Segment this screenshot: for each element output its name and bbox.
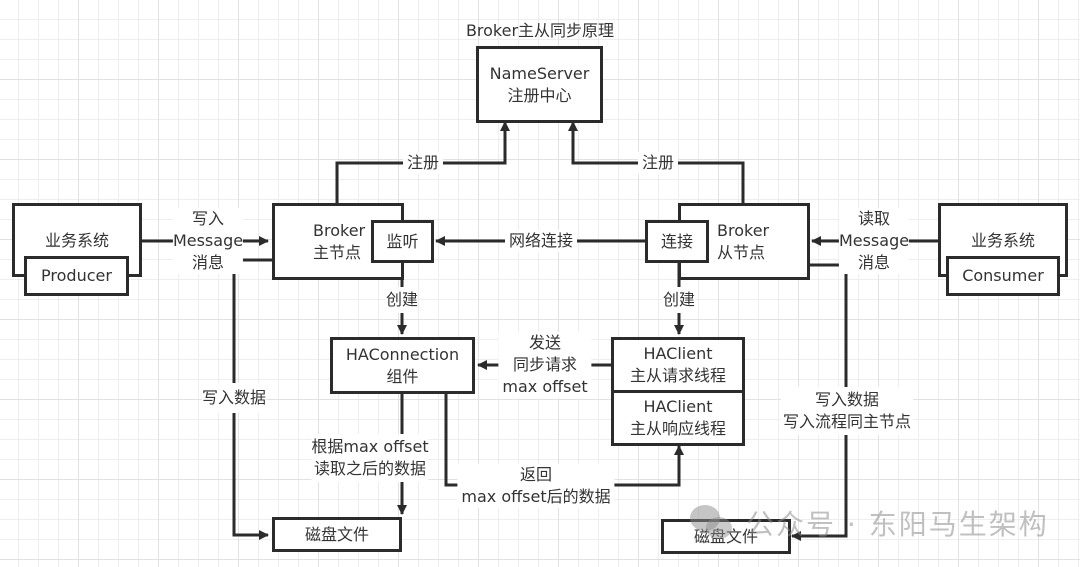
broker-slave-name: Broker xyxy=(717,220,770,240)
label-write-message-line2: Message xyxy=(172,231,244,250)
consumer-system-label: 业务系统 xyxy=(970,231,1035,250)
broker-slave-role: 从节点 xyxy=(717,242,766,262)
haconnection-node: HAConnection 组件 xyxy=(330,337,475,394)
haclient-response-node: HAClient 主从响应线程 xyxy=(611,390,745,446)
label-write-data-slave-line2: 写入流程同主节点 xyxy=(782,412,912,431)
haconnection-name: HAConnection xyxy=(345,344,460,364)
label-create-slave: 创建 xyxy=(662,287,696,313)
nameserver-node: NameServer 注册中心 xyxy=(476,46,603,123)
label-read-after-line1: 根据max offset xyxy=(311,437,429,456)
watermark: 公众号 · 东阳马生架构 xyxy=(690,503,1049,543)
haclient-request-desc: 主从请求线程 xyxy=(629,366,726,385)
consumer-label: Consumer xyxy=(962,266,1044,285)
producer-system-label: 业务系统 xyxy=(44,231,109,250)
label-return-line2: max offset后的数据 xyxy=(461,487,611,506)
producer-node: Producer xyxy=(24,256,129,296)
label-write-data-master: 写入数据 xyxy=(201,383,267,413)
label-send-sync-line3: max offset xyxy=(502,377,588,396)
connect-node: 连接 xyxy=(645,220,709,263)
broker-master-role: 主节点 xyxy=(313,242,362,262)
haclient-response-name: HAClient xyxy=(643,397,713,416)
label-send-sync-line1: 发送 xyxy=(528,333,561,352)
label-return-data: 返回 max offset后的数据 xyxy=(457,464,615,508)
nameserver-desc: 注册中心 xyxy=(507,85,572,105)
nameserver-name: NameServer xyxy=(489,63,590,83)
haconnection-desc: 组件 xyxy=(386,366,419,386)
haclient-request-node: HAClient 主从请求线程 xyxy=(611,337,745,393)
label-write-message: 写入 Message 消息 xyxy=(172,208,244,274)
label-read-after-offset: 根据max offset 读取之后的数据 xyxy=(311,434,429,482)
label-send-sync-request: 发送 同步请求 max offset xyxy=(498,332,592,398)
label-write-data-slave-line1: 写入数据 xyxy=(814,390,880,409)
label-read-message-line1: 读取 xyxy=(857,209,890,228)
disk-master-node: 磁盘文件 xyxy=(272,517,402,552)
watermark-text: 公众号 · 东阳马生架构 xyxy=(746,508,1049,541)
label-write-message-line1: 写入 xyxy=(191,209,224,228)
label-read-message-line3: 消息 xyxy=(857,253,890,272)
label-read-message-line2: Message xyxy=(838,231,910,250)
broker-master-name: Broker xyxy=(313,220,366,240)
label-return-line1: 返回 xyxy=(519,465,552,484)
label-send-sync-line2: 同步请求 xyxy=(512,355,577,374)
haclient-response-desc: 主从响应线程 xyxy=(629,419,726,438)
producer-label: Producer xyxy=(41,266,112,285)
label-register-slave: 注册 xyxy=(637,152,679,174)
label-read-message: 读取 Message 消息 xyxy=(838,208,910,274)
label-read-after-line2: 读取之后的数据 xyxy=(313,459,426,478)
label-write-data-slave: 写入数据 写入流程同主节点 xyxy=(780,387,914,435)
label-network-connect: 网络连接 xyxy=(504,230,578,252)
consumer-node: Consumer xyxy=(946,256,1060,296)
connect-label: 连接 xyxy=(660,231,693,251)
label-write-message-line3: 消息 xyxy=(191,253,224,272)
listen-label: 监听 xyxy=(386,231,419,251)
disk-master-label: 磁盘文件 xyxy=(304,524,369,544)
disk-slave-label: 磁盘文件 xyxy=(693,526,758,546)
label-register-master: 注册 xyxy=(402,152,444,174)
diagram-title: Broker主从同步原理 xyxy=(465,21,615,40)
listen-node: 监听 xyxy=(371,220,434,263)
haclient-request-name: HAClient xyxy=(643,344,713,363)
wechat-icon xyxy=(690,503,736,543)
disk-slave-node: 磁盘文件 xyxy=(661,519,791,554)
label-create-master: 创建 xyxy=(385,287,419,313)
